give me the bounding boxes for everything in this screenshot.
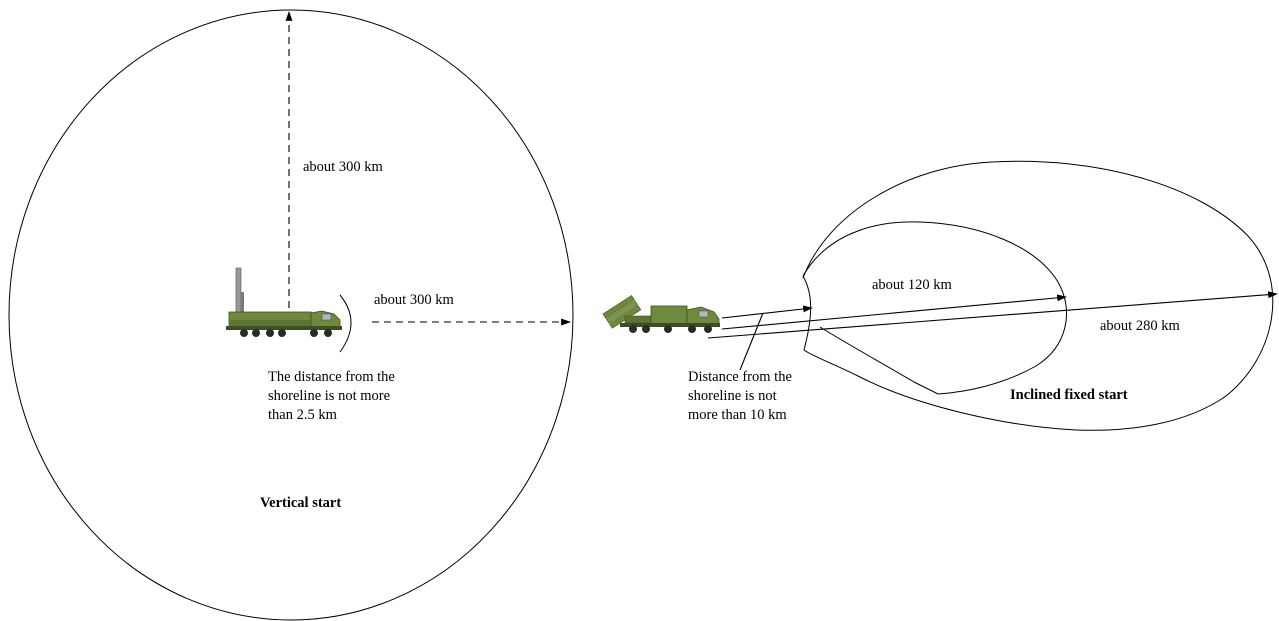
trajectory-arrow-280km: [707, 291, 1278, 339]
inclined-start-zone: about 120 km about 280 km Distance from …: [602, 160, 1278, 431]
shoreline-arc-right: [802, 275, 812, 351]
range-outer-label: about 280 km: [1100, 318, 1180, 334]
trajectory-arrow-shore: [721, 305, 813, 319]
shoreline-note-right-line1: Distance from the: [688, 369, 792, 385]
inner-range-boundary: [802, 221, 1068, 395]
inclined-start-title: Inclined fixed start: [1010, 387, 1128, 403]
vertical-start-title: Vertical start: [260, 495, 341, 511]
trajectory-arrow-120km: [721, 294, 1067, 330]
vertical-start-range-circle: [8, 9, 574, 621]
shoreline-note-right-line3: more than 10 km: [688, 407, 787, 423]
range-up-label: about 300 km: [303, 159, 383, 175]
range-inner-label: about 120 km: [872, 277, 952, 293]
shoreline-arc-left: [339, 294, 352, 353]
vertical-launch-vehicle-icon: [226, 267, 342, 337]
shoreline-note-right-line2: shoreline is not: [688, 388, 777, 404]
inclined-launch-vehicle-icon: [602, 295, 720, 333]
vertical-start-zone: about 300 km about 300 km The distance f…: [8, 9, 574, 621]
outer-range-boundary: [802, 160, 1274, 431]
shoreline-note-left-line2: shoreline is not more: [268, 388, 390, 404]
shoreline-note-left-line1: The distance from the: [268, 369, 395, 385]
shoreline-note-leader: [739, 312, 764, 371]
shoreline-note-right: Distance from the shoreline is not more …: [688, 369, 796, 423]
shoreline-note-left-line3: than 2.5 km: [268, 407, 338, 423]
range-right-label: about 300 km: [374, 292, 454, 308]
shoreline-note-left: The distance from the shoreline is not m…: [268, 369, 398, 423]
